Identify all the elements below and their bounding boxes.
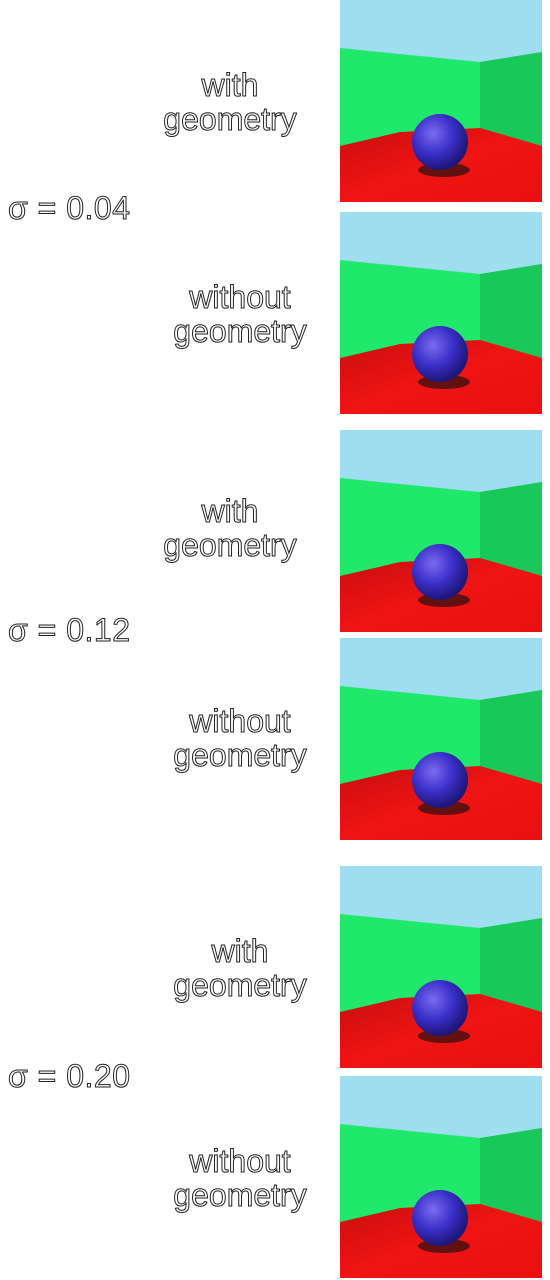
sphere bbox=[412, 1190, 468, 1246]
panel-caption: without geometry bbox=[165, 1143, 315, 1213]
right-wall bbox=[480, 1128, 542, 1226]
caption-line: without bbox=[189, 279, 291, 315]
sphere bbox=[412, 114, 468, 170]
sigma-label: σ = 0.04 bbox=[8, 190, 131, 227]
group-sigma-0-12: σ = 0.12 with geometry without geometry bbox=[0, 428, 550, 848]
panel-caption: with geometry bbox=[155, 67, 305, 137]
right-wall bbox=[480, 264, 542, 362]
group-sigma-0-20: σ = 0.20 with geometry without geometry bbox=[0, 866, 550, 1280]
panel-caption: without geometry bbox=[165, 703, 315, 773]
caption-line: geometry bbox=[173, 1177, 307, 1213]
group-sigma-0-04: σ = 0.04 with geometry without geometry bbox=[0, 0, 550, 420]
caption-line: without bbox=[189, 1143, 291, 1179]
panel-caption: with geometry bbox=[165, 933, 315, 1003]
sigma-label: σ = 0.12 bbox=[8, 612, 131, 649]
caption-line: without bbox=[189, 703, 291, 739]
caption-line: geometry bbox=[163, 101, 297, 137]
render-image bbox=[340, 638, 542, 840]
caption-line: with bbox=[211, 933, 269, 969]
scene-render bbox=[340, 0, 542, 202]
panel-caption: without geometry bbox=[165, 279, 315, 349]
caption-line: geometry bbox=[173, 737, 307, 773]
right-wall bbox=[480, 482, 542, 580]
render-image bbox=[340, 1076, 542, 1278]
sphere bbox=[412, 980, 468, 1036]
caption-line: geometry bbox=[173, 313, 307, 349]
panel-caption: with geometry bbox=[155, 493, 305, 563]
render-image bbox=[340, 430, 542, 632]
scene-render bbox=[340, 866, 542, 1068]
caption-line: with bbox=[201, 493, 259, 529]
sphere bbox=[412, 752, 468, 808]
render-image bbox=[340, 866, 542, 1068]
sphere bbox=[412, 544, 468, 600]
scene-render bbox=[340, 638, 542, 840]
sphere bbox=[412, 326, 468, 382]
sigma-label: σ = 0.20 bbox=[8, 1058, 131, 1095]
right-wall bbox=[480, 918, 542, 1016]
scene-render bbox=[340, 1076, 542, 1278]
scene-render bbox=[340, 212, 542, 414]
right-wall bbox=[480, 690, 542, 788]
right-wall bbox=[480, 52, 542, 150]
caption-line: with bbox=[201, 67, 259, 103]
caption-line: geometry bbox=[173, 967, 307, 1003]
render-image bbox=[340, 212, 542, 414]
render-image bbox=[340, 0, 542, 202]
caption-line: geometry bbox=[163, 527, 297, 563]
scene-render bbox=[340, 430, 542, 632]
